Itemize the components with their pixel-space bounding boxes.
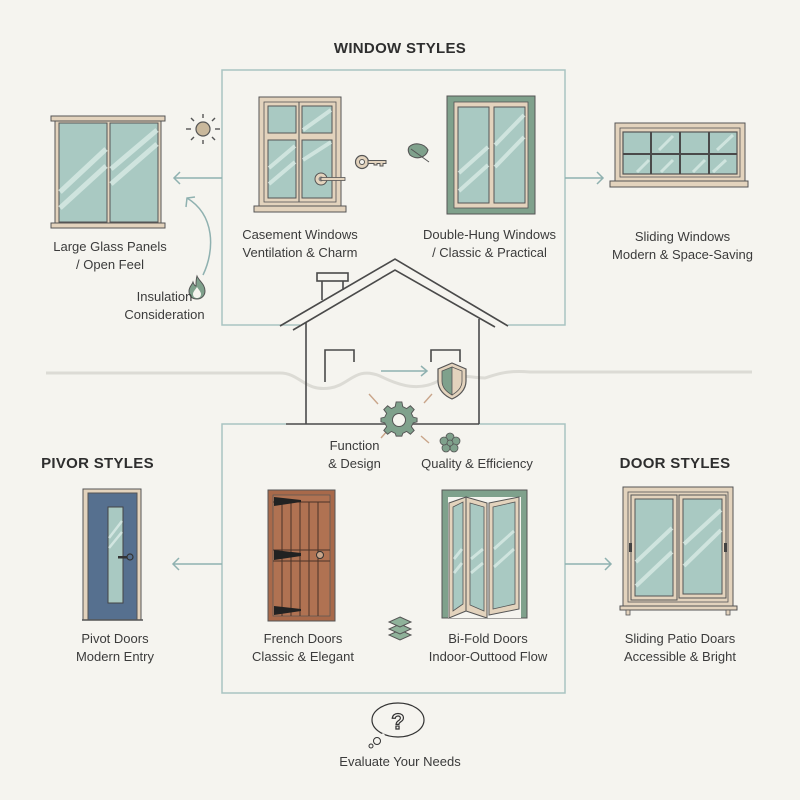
- quality-caption: Quality & Efficiency: [412, 455, 542, 473]
- casement-subtitle: Ventilation & Charm: [242, 245, 358, 260]
- leaf-icon: [407, 143, 430, 163]
- function-title: Function: [329, 438, 380, 453]
- layers-icon: [387, 616, 413, 641]
- pivot-door-caption: Pivot Doors Modern Entry: [40, 630, 190, 666]
- function-caption: Function & Design: [312, 437, 397, 473]
- arrow-right-bottom: [565, 557, 613, 571]
- flame-icon: [188, 274, 206, 300]
- question-thought-icon[interactable]: ?: [366, 700, 428, 750]
- large-glass-caption: Large Glass Panels / Open Feel: [35, 238, 185, 274]
- casement-window-illustration[interactable]: [252, 96, 348, 216]
- insulation-title: Insulation: [136, 289, 193, 304]
- double-hung-window-illustration[interactable]: [446, 95, 536, 215]
- sliding-window-illustration[interactable]: [609, 122, 749, 188]
- casement-title: Casement Windows: [242, 227, 358, 242]
- double-hung-subtitle: / Classic & Practical: [432, 245, 547, 260]
- bifold-door-caption: Bi-Fold Doors Indoor-Outtood Flow: [413, 630, 563, 666]
- svg-text:?: ?: [391, 709, 404, 734]
- pivot-door-title: Pivot Doors: [81, 631, 149, 646]
- sliding-patio-door-illustration[interactable]: [619, 486, 739, 616]
- divider-line: [46, 370, 752, 391]
- double-hung-title: Double-Hung Windows: [423, 227, 556, 242]
- bifold-door-title: Bi-Fold Doors: [448, 631, 528, 646]
- house-arrow: [381, 365, 429, 377]
- curved-arrow-insulation: [185, 196, 212, 276]
- evaluate-needs-label: Evaluate Your Needs: [339, 754, 461, 769]
- flower-icon: [439, 432, 461, 453]
- casement-caption: Casement Windows Ventilation & Charm: [225, 226, 375, 262]
- double-hung-caption: Double-Hung Windows / Classic & Practica…: [412, 226, 567, 262]
- arrow-right-top: [565, 171, 605, 185]
- door-styles-box: [221, 423, 566, 694]
- bifold-door-subtitle: Indoor-Outtood Flow: [428, 649, 548, 664]
- key-icon: [354, 154, 387, 170]
- french-door-caption: French Doors Classic & Elegant: [228, 630, 378, 666]
- sliding-patio-caption: Sliding Patio Doars Accessible & Bright: [605, 630, 755, 666]
- insulation-caption: Insulation Consideration: [112, 288, 217, 324]
- arrow-left-bottom: [171, 557, 222, 571]
- sliding-patio-subtitle: Accessible & Bright: [624, 649, 736, 664]
- french-door-title: French Doors: [263, 631, 343, 646]
- gear-icon: [380, 401, 418, 437]
- quality-title: Quality & Efficiency: [421, 456, 533, 471]
- door-styles-heading: DOOR STYLES: [619, 455, 731, 472]
- shield-icon: [437, 362, 467, 400]
- sliding-window-subtitle: Modern & Space-Saving: [612, 247, 753, 262]
- pivot-door-illustration[interactable]: [82, 488, 144, 622]
- large-glass-window-illustration[interactable]: [50, 114, 168, 230]
- insulation-subtitle: Consideration: [124, 307, 205, 322]
- function-subtitle: & Design: [328, 456, 381, 471]
- sun-icon: [186, 114, 220, 144]
- arrow-left-top: [172, 171, 222, 185]
- large-glass-title: Large Glass Panels: [53, 239, 167, 254]
- sliding-patio-title: Sliding Patio Doars: [624, 631, 736, 646]
- french-door-illustration[interactable]: [267, 489, 337, 622]
- french-door-subtitle: Classic & Elegant: [252, 649, 354, 664]
- house-outline: [279, 258, 509, 425]
- pivot-styles-heading: PIVOR STYLES: [41, 455, 154, 472]
- window-styles-box: [221, 69, 566, 326]
- pivot-door-subtitle: Modern Entry: [75, 649, 155, 664]
- bifold-door-illustration[interactable]: [441, 489, 528, 619]
- window-styles-heading: WINDOW STYLES: [333, 40, 467, 57]
- large-glass-subtitle: / Open Feel: [76, 257, 144, 272]
- sliding-window-caption: Sliding Windows Modern & Space-Saving: [600, 228, 765, 264]
- sliding-window-title: Sliding Windows: [634, 229, 731, 244]
